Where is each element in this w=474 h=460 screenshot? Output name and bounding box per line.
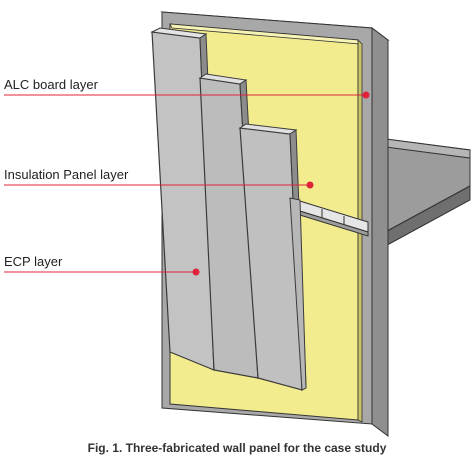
label-insulation-panel-layer: Insulation Panel layer xyxy=(4,167,129,182)
floor-slab xyxy=(377,137,471,251)
alc-marker-dot xyxy=(362,91,370,99)
insulation-marker-dot xyxy=(306,181,314,189)
leader-alc xyxy=(4,91,370,99)
ecp-marker-dot xyxy=(192,268,200,276)
label-alc-board-layer: ALC board layer xyxy=(4,77,99,92)
leader-insulation xyxy=(4,181,314,189)
ecp-panels xyxy=(150,27,307,392)
leader-ecp xyxy=(4,268,200,276)
figure-caption: Fig. 1. Three-fabricated wall panel for … xyxy=(88,441,387,455)
label-ecp-layer: ECP layer xyxy=(4,254,63,269)
